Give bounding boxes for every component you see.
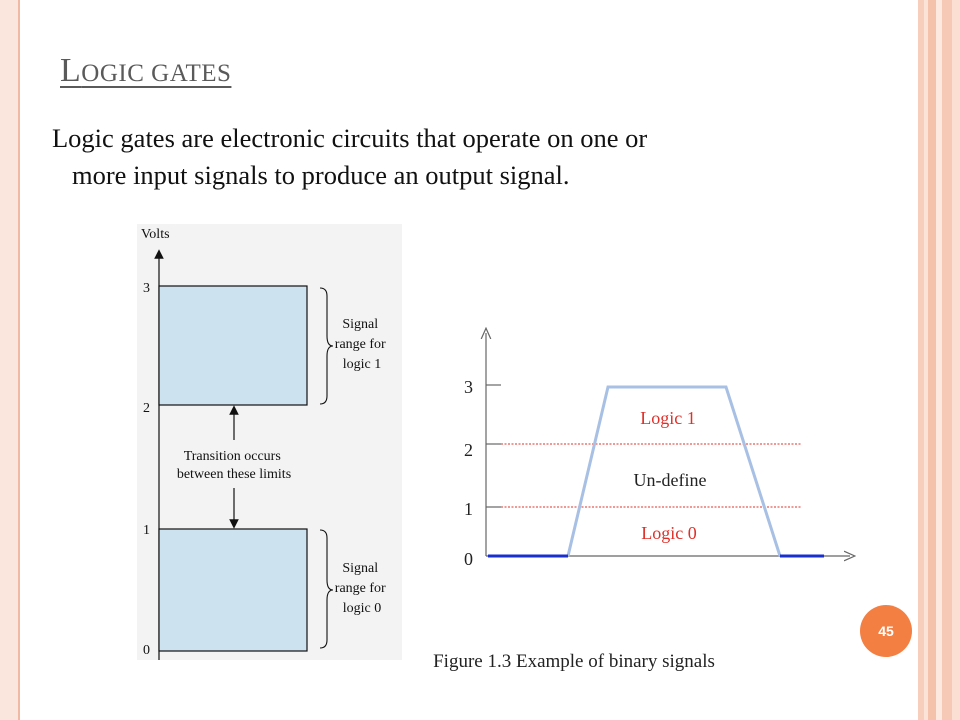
body-line-1: Logic gates are electronic circuits that…: [52, 123, 648, 153]
logic-0-bracket: [319, 529, 334, 649]
logic-0-range-label: Signal range for logic 0: [335, 561, 389, 616]
body-paragraph: Logic gates are electronic circuits that…: [52, 120, 892, 194]
tick-3: 3: [143, 281, 150, 296]
voltage-range-svg: Volts 3 2 1 0 Signal range for logic 1 S…: [141, 227, 389, 660]
volts-axis-label: Volts: [141, 227, 170, 242]
signal-tick-0: 0: [464, 549, 473, 569]
signal-tick-3: 3: [464, 377, 473, 397]
page-number-badge: 45: [860, 605, 912, 657]
logic-1-label: Logic 1: [640, 408, 696, 428]
signal-tick-1: 1: [464, 499, 473, 519]
signal-pulse: [566, 385, 782, 557]
body-line-2: more input signals to produce an output …: [72, 160, 570, 190]
undefined-label: Un-define: [634, 470, 707, 490]
logic-0-range-box: [158, 528, 308, 652]
voltage-range-figure: Volts 3 2 1 0 Signal range for logic 1 S…: [137, 224, 402, 660]
tick-1: 1: [143, 523, 150, 538]
slide-title: LOGIC GATES: [60, 52, 232, 89]
figure-caption: Figure 1.3 Example of binary signals: [433, 651, 715, 672]
logic-1-bracket: [319, 287, 334, 405]
right-frame-border: [918, 0, 960, 720]
transition-label: Transition occurs between these limits: [177, 449, 291, 482]
logic-1-range-box: [158, 285, 308, 406]
logic-1-range-label: Signal range for logic 1: [335, 317, 389, 372]
tick-0: 0: [143, 643, 150, 658]
signal-tick-2: 2: [464, 440, 473, 460]
left-frame-border: [0, 0, 20, 720]
logic-0-label: Logic 0: [641, 523, 697, 543]
binary-signal-figure: 3 2 1 0 Logic 1 Un-define Logic 0: [464, 325, 865, 569]
tick-2: 2: [143, 401, 150, 416]
